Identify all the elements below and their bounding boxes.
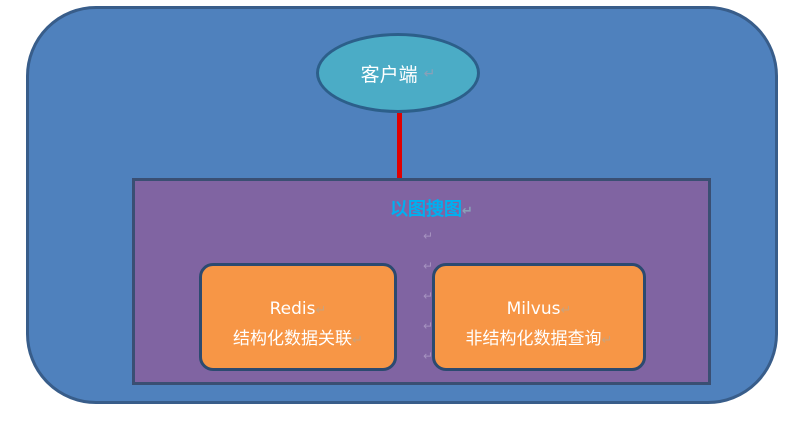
milvus-name: Milvus	[506, 299, 561, 319]
redis-description-line: 结构化数据关联↵	[202, 324, 394, 354]
redis-description: 结构化数据关联	[233, 329, 353, 349]
paragraph-mark: ↵	[560, 303, 572, 318]
milvus-description: 非结构化数据查询	[465, 329, 602, 349]
redis-name: Redis	[269, 299, 316, 319]
paragraph-mark: ↵	[423, 289, 434, 303]
paragraph-mark: ↵	[462, 204, 473, 219]
milvus-description-line: 非结构化数据查询↵	[435, 324, 643, 354]
image-search-module: 以图搜图↵ ↵ ↵ ↵ ↵ ↵ Redis↵ 结构化数据关联↵ Milvus↵ …	[132, 178, 711, 385]
client-label: 客户端	[360, 63, 418, 86]
paragraph-mark: ↵	[315, 303, 327, 318]
client-search-connector	[397, 113, 402, 179]
paragraph-mark: ↵	[423, 319, 434, 333]
milvus-node: Milvus↵ 非结构化数据查询↵	[432, 263, 646, 371]
paragraph-mark-column: ↵ ↵ ↵ ↵ ↵	[423, 229, 439, 379]
search-title-text: 以图搜图	[390, 199, 463, 220]
paragraph-mark: ↵	[423, 259, 434, 273]
client-node: 客户端 ↵	[316, 33, 480, 113]
paragraph-mark: ↵	[423, 229, 434, 243]
redis-name-line: Redis↵	[202, 294, 394, 324]
search-module-title: 以图搜图↵	[135, 195, 708, 221]
milvus-name-line: Milvus↵	[435, 294, 643, 324]
paragraph-mark: ↵	[601, 333, 613, 348]
paragraph-mark: ↵	[352, 333, 363, 348]
redis-node: Redis↵ 结构化数据关联↵	[199, 263, 397, 371]
paragraph-mark: ↵	[423, 66, 436, 82]
paragraph-mark: ↵	[423, 349, 434, 363]
